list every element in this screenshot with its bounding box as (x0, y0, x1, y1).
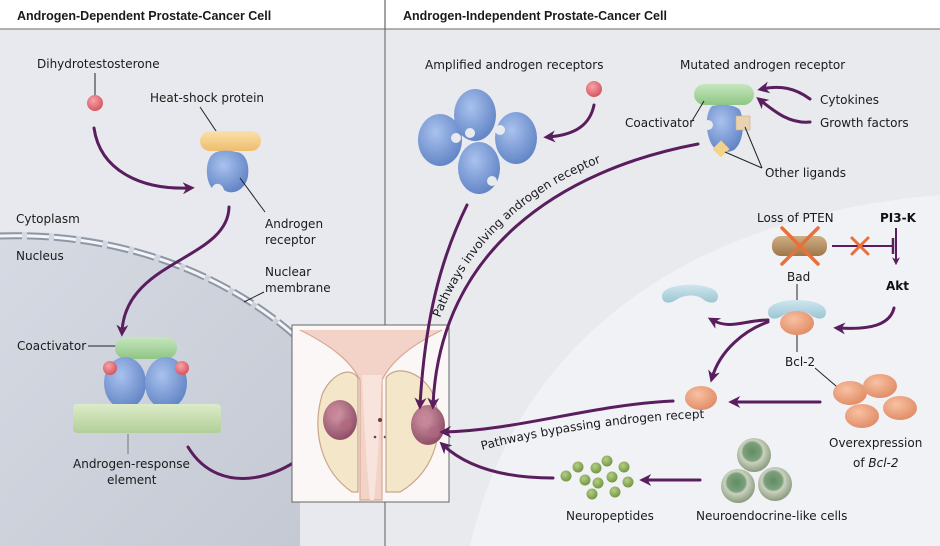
arrow-neuropeptides-to-tumor (439, 441, 555, 480)
label-akt: Akt (886, 279, 909, 293)
label-growth-factors: Growth factors (820, 116, 909, 130)
bad-protein-free (662, 284, 718, 303)
coactivator-left (115, 337, 177, 359)
label-pi3k: PI3-K (880, 211, 917, 225)
dihydrotestosterone-right (586, 81, 602, 97)
dihydrotestosterone-molecule (87, 95, 103, 111)
label-nuclear-membrane-line1: Nuclear (265, 265, 311, 279)
neuropeptides-cluster (560, 455, 634, 500)
label-cytokines: Cytokines (820, 93, 879, 107)
label-nuclear-membrane-line2: membrane (265, 281, 331, 295)
arrow-growth-factors (756, 97, 812, 124)
arrow-dht-to-receptor (92, 126, 195, 195)
heat-shock-protein (200, 131, 261, 151)
bad-protein (768, 300, 826, 319)
right-panel-title: Androgen-Independent Prostate-Cancer Cel… (403, 9, 667, 23)
inhibition-x-icon (850, 236, 870, 256)
other-ligand-square (735, 115, 751, 131)
label-amplified-receptors: Amplified androgen receptors (425, 58, 603, 72)
label-androgen-receptor-line2: receptor (265, 233, 316, 247)
amplified-receptor-3 (495, 112, 537, 164)
label-nucleus: Nucleus (16, 249, 64, 263)
bcl2-protein-free (685, 386, 717, 410)
label-bad: Bad (787, 270, 810, 284)
tumor-left (323, 400, 357, 440)
label-overexpression-line1: Overexpression (829, 436, 922, 450)
arrow-receptor-to-nucleus (116, 205, 231, 337)
label-coactivator-left: Coactivator (17, 339, 86, 353)
label-neuropeptides: Neuropeptides (566, 509, 654, 523)
amplified-receptor-4 (458, 142, 500, 194)
arrow-dht-to-amplified (543, 103, 596, 143)
other-ligand-diamond (712, 140, 730, 158)
amplified-receptors (418, 89, 537, 194)
label-other-ligands: Other ligands (765, 166, 846, 180)
label-overexpression-line2: of Bcl-2 (853, 456, 899, 470)
bcl2-overexpressed-cluster (833, 374, 917, 428)
androgen-receptor (206, 150, 249, 193)
label-bcl2: Bcl-2 (785, 355, 815, 369)
bcl2-protein-bound (780, 311, 814, 335)
androgen-response-element (73, 404, 221, 433)
label-loss-of-pten: Loss of PTEN (757, 211, 834, 225)
arrow-amplified-to-tumor (414, 203, 469, 410)
neuroendocrine-cells (721, 438, 792, 503)
label-neuroendocrine-cells: Neuroendocrine-like cells (696, 509, 847, 523)
amplified-receptor-1 (418, 114, 462, 166)
dht-bound-left (103, 361, 117, 375)
arrow-mutated-to-tumor (427, 142, 700, 410)
label-mutated-receptor: Mutated androgen receptor (680, 58, 845, 72)
arrow-bad-release (707, 317, 770, 329)
arrow-bcl2-to-tumor (439, 399, 675, 438)
amplified-receptor-2 (454, 89, 496, 141)
label-are-line2: element (107, 473, 157, 487)
left-panel-title: Androgen-Dependent Prostate-Cancer Cell (17, 9, 271, 23)
pten-loss-x-icon (780, 226, 820, 266)
label-heat-shock-protein: Heat-shock protein (150, 91, 264, 105)
arrow-akt-to-bad (833, 306, 896, 335)
coactivator-right (694, 84, 754, 105)
label-androgen-receptor-line1: Androgen (265, 217, 323, 231)
tumor-right (411, 405, 445, 445)
label-dihydrotestosterone: Dihydrotestosterone (37, 57, 160, 71)
label-cytoplasm: Cytoplasm (16, 212, 80, 226)
dht-bound-right (175, 361, 189, 375)
label-are-line1: Androgen-response (73, 457, 190, 471)
mutated-receptor (706, 104, 743, 153)
arrow-bcl2-release (708, 320, 770, 383)
prostate-inset (291, 324, 450, 503)
cell-region (470, 195, 940, 546)
label-coactivator-right: Coactivator (625, 116, 694, 130)
arrow-cytokines (757, 81, 812, 101)
